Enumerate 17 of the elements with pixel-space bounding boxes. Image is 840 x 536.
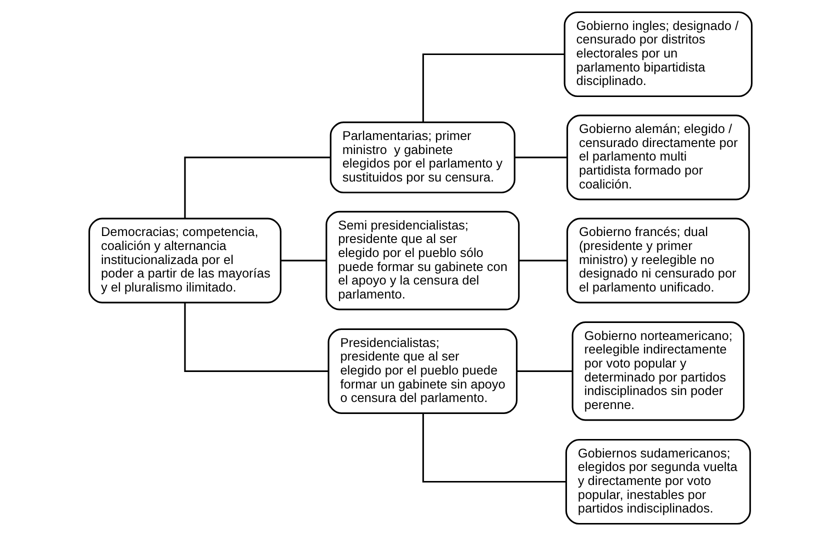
connector [422, 413, 566, 483]
connector [184, 156, 330, 218]
connector [516, 370, 572, 372]
node-box: Gobierno alemán; elegido / censurado directamente por el parlamento multi partidista formado por coalición. [566, 114, 750, 200]
connector [518, 260, 567, 262]
node-box: Gobiernos sudamericanos; elegidos por segunda vuelta y directamente por voto popular, inestables por partidos indisciplinados. [564, 438, 750, 525]
connector [280, 260, 326, 262]
node-box: Parlamentarias; primer ministro y gabinete elegidos por el parlamento y sustituidos por su censura. [329, 122, 515, 194]
node-box: Gobierno ingles; designado / censurado por distritos electorales por un parlamento bipartidista disciplinado. [563, 11, 752, 98]
connector [184, 302, 328, 372]
node-box: Gobierno norteamericano; reelegible indirectamente por voto popular y determinado por partidos indisciplinados sin poder perenne. [571, 321, 744, 421]
node-box: Democracias; competencia, coalición y alternancia institucionalizada por el poder a partir de las mayorías y el pluralismo ilimitado. [88, 218, 281, 304]
node-box: Presidencialistas; presidente que al ser elegido por el pueblo puede formar un gabinete sin apoyo o censura del parlamento. [327, 328, 518, 414]
connector [422, 53, 564, 122]
connector [514, 156, 566, 158]
node-box: Semi presidencialistas; presidente que al ser elegido por el pueblo sólo puede formar su gabinete con el apoyo y la censura del parlamento. [325, 210, 520, 310]
node-box: Gobierno francés; dual (presidente y primer ministro) y reelegible no designado ni censurado por el parlamento unificado. [566, 218, 750, 304]
